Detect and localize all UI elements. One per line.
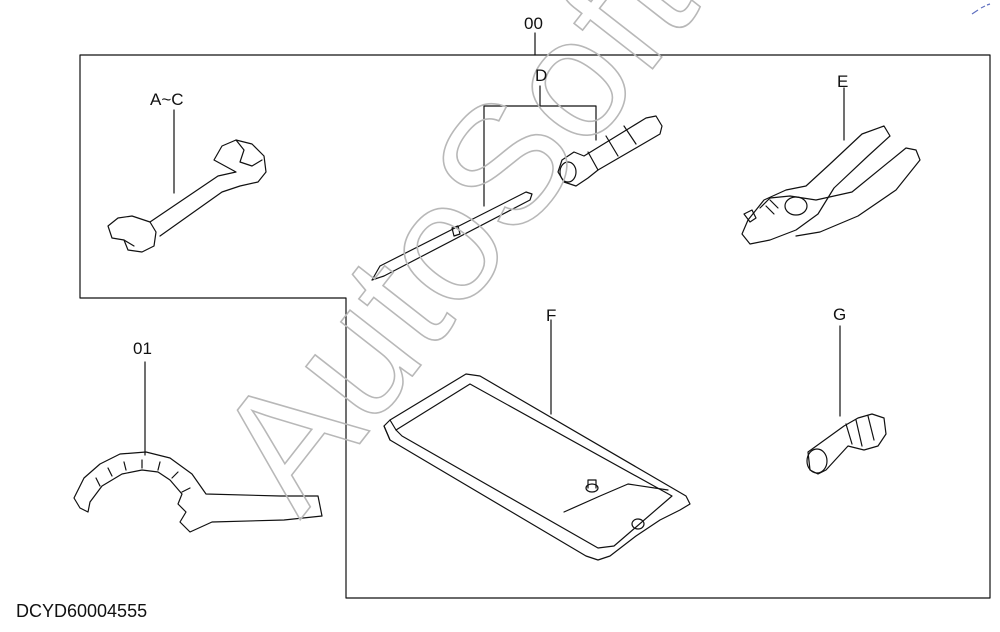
corner-mark: [971, 3, 991, 15]
part-label-hook-wrench: 01: [133, 339, 152, 358]
assembly-label: 00: [524, 14, 543, 33]
pliers-drawing: [741, 87, 921, 245]
part-label-socket: G: [833, 305, 847, 324]
tool-bag-drawing: [383, 319, 691, 561]
wrench-drawing: [107, 109, 267, 253]
assembly-outline: [79, 54, 991, 599]
screwdriver-drawing: [371, 85, 663, 281]
part-label-pliers: E: [837, 72, 849, 91]
part-label-bag: F: [546, 306, 557, 325]
drawing-reference: DCYD60004555: [16, 601, 148, 621]
part-label-wrench: A~C: [150, 90, 184, 109]
watermark: AutoSoft: [179, 0, 732, 544]
hook-wrench-drawing: [73, 361, 323, 533]
part-label-screwdriver: D: [535, 66, 548, 85]
watermark-text: AutoSoft: [179, 0, 730, 543]
socket-drawing: [806, 325, 887, 475]
